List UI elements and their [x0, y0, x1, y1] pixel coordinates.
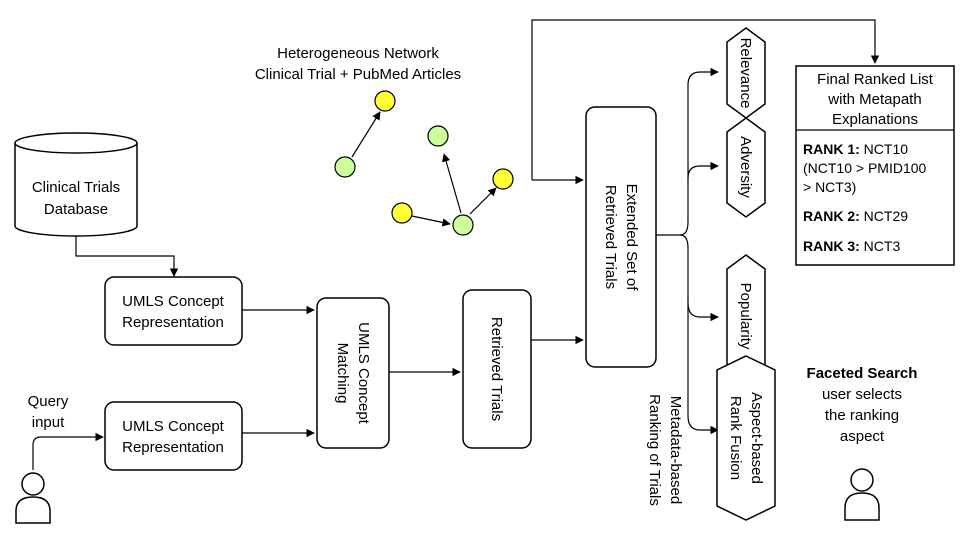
faceted-search-line3: aspect [840, 428, 885, 445]
network-edges [351, 111, 497, 227]
faceted-search-line2: the ranking [825, 407, 899, 424]
trial-node [334, 156, 356, 178]
network-edge [442, 153, 462, 214]
adversity-label: Adversity [737, 136, 754, 198]
faceted-search-line1: user selects [822, 386, 902, 403]
article-node [391, 202, 413, 224]
umls-matching-line1: UMLS Concept [355, 322, 372, 425]
query-input-line1: Query [28, 393, 69, 410]
user-icon [844, 468, 880, 521]
rank-1-path-line2: > NCT3) [803, 179, 856, 195]
rank-fusion-line1: Aspect-based [748, 392, 765, 484]
adversity-hexagon [726, 117, 766, 218]
popularity-label: Popularity [737, 283, 754, 350]
network-to-final-list-arrow [531, 19, 880, 180]
extended-trials-line1: Extended Set of [623, 184, 640, 292]
aspect-branch-arrows [656, 67, 719, 435]
final-list-title-line2: with Metapath [827, 91, 921, 108]
faceted-search-title: Faceted Search [807, 365, 918, 382]
umls-representation-1-line1: UMLS Concept [122, 293, 225, 310]
rank-3-entry: RANK 3: NCT3 [803, 238, 900, 254]
retrieved-trials-label: Retrieved Trials [488, 317, 505, 421]
extended-trials-line2: Retrieved Trials [602, 185, 619, 289]
network-edge [411, 215, 451, 227]
final-list-title-line1: Final Ranked List [817, 71, 934, 88]
extended-trials-box [585, 106, 657, 368]
final-list-title-line3: Explanations [832, 111, 918, 128]
metadata-ranking-line1: Metadata-based [667, 396, 684, 504]
umls-representation-box-1 [104, 276, 243, 346]
rank-fusion-hexagon [716, 355, 776, 521]
network-edge [351, 111, 381, 158]
network-nodes [334, 90, 514, 236]
user-icon [15, 472, 51, 524]
db-to-representation-arrow [75, 236, 179, 277]
umls-representation-2-line1: UMLS Concept [122, 418, 225, 435]
rank-1-path-line1: (NCT10 > PMID100 [803, 160, 927, 176]
trial-node [452, 214, 474, 236]
rank-2-entry: RANK 2: NCT29 [803, 208, 908, 224]
rank-fusion-line2: Rank Fusion [727, 396, 744, 480]
network-title-line1: Heterogeneous Network [277, 45, 439, 62]
umls-representation-2-line2: Representation [122, 439, 224, 456]
metadata-ranking-line2: Ranking of Trials [646, 394, 663, 506]
umls-representation-box-2 [104, 401, 243, 471]
query-to-representation-arrow [32, 432, 104, 470]
rank-1-entry: RANK 1: NCT10 [803, 141, 908, 157]
database-label-line2: Database [44, 201, 108, 218]
database-label-line1: Clinical Trials [32, 179, 120, 196]
network-title-line2: Clinical Trial + PubMed Articles [255, 66, 461, 83]
umls-matching-line2: Matching [334, 343, 351, 404]
umls-representation-1-line2: Representation [122, 314, 224, 331]
article-node [492, 168, 514, 190]
query-input-line2: input [32, 414, 65, 431]
clinical-trials-database [14, 132, 138, 237]
network-edge [469, 187, 497, 215]
umls-matching-box [316, 297, 390, 449]
article-node [374, 90, 396, 112]
relevance-label: Relevance [737, 38, 754, 109]
retrieved-trials-box [462, 289, 532, 449]
trial-node [427, 125, 449, 147]
final-ranked-list-box [795, 65, 955, 266]
